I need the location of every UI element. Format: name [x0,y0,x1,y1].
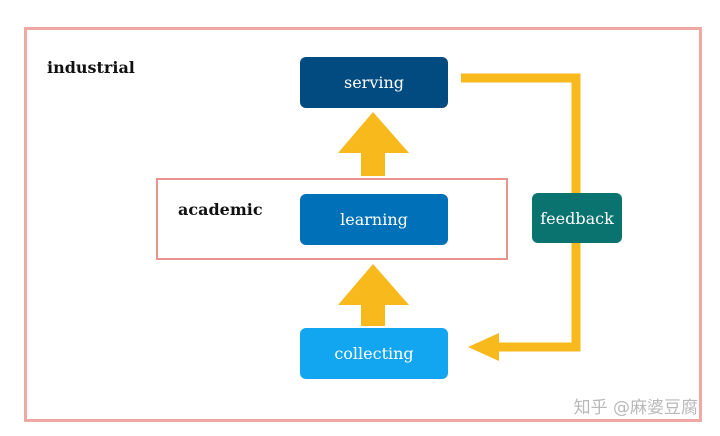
node-feedback: feedback [532,193,622,243]
watermark: 知乎 @麻婆豆腐 [573,398,698,418]
arrow-collecting-to-learning [338,264,409,326]
node-collecting: collecting [300,328,448,379]
arrow-learning-to-serving [338,112,409,176]
academic-label: academic [178,200,263,219]
feedback-arrow-head [468,333,499,361]
node-learning: learning [300,194,448,245]
node-serving: serving [300,57,448,108]
industrial-label: industrial [47,58,135,77]
